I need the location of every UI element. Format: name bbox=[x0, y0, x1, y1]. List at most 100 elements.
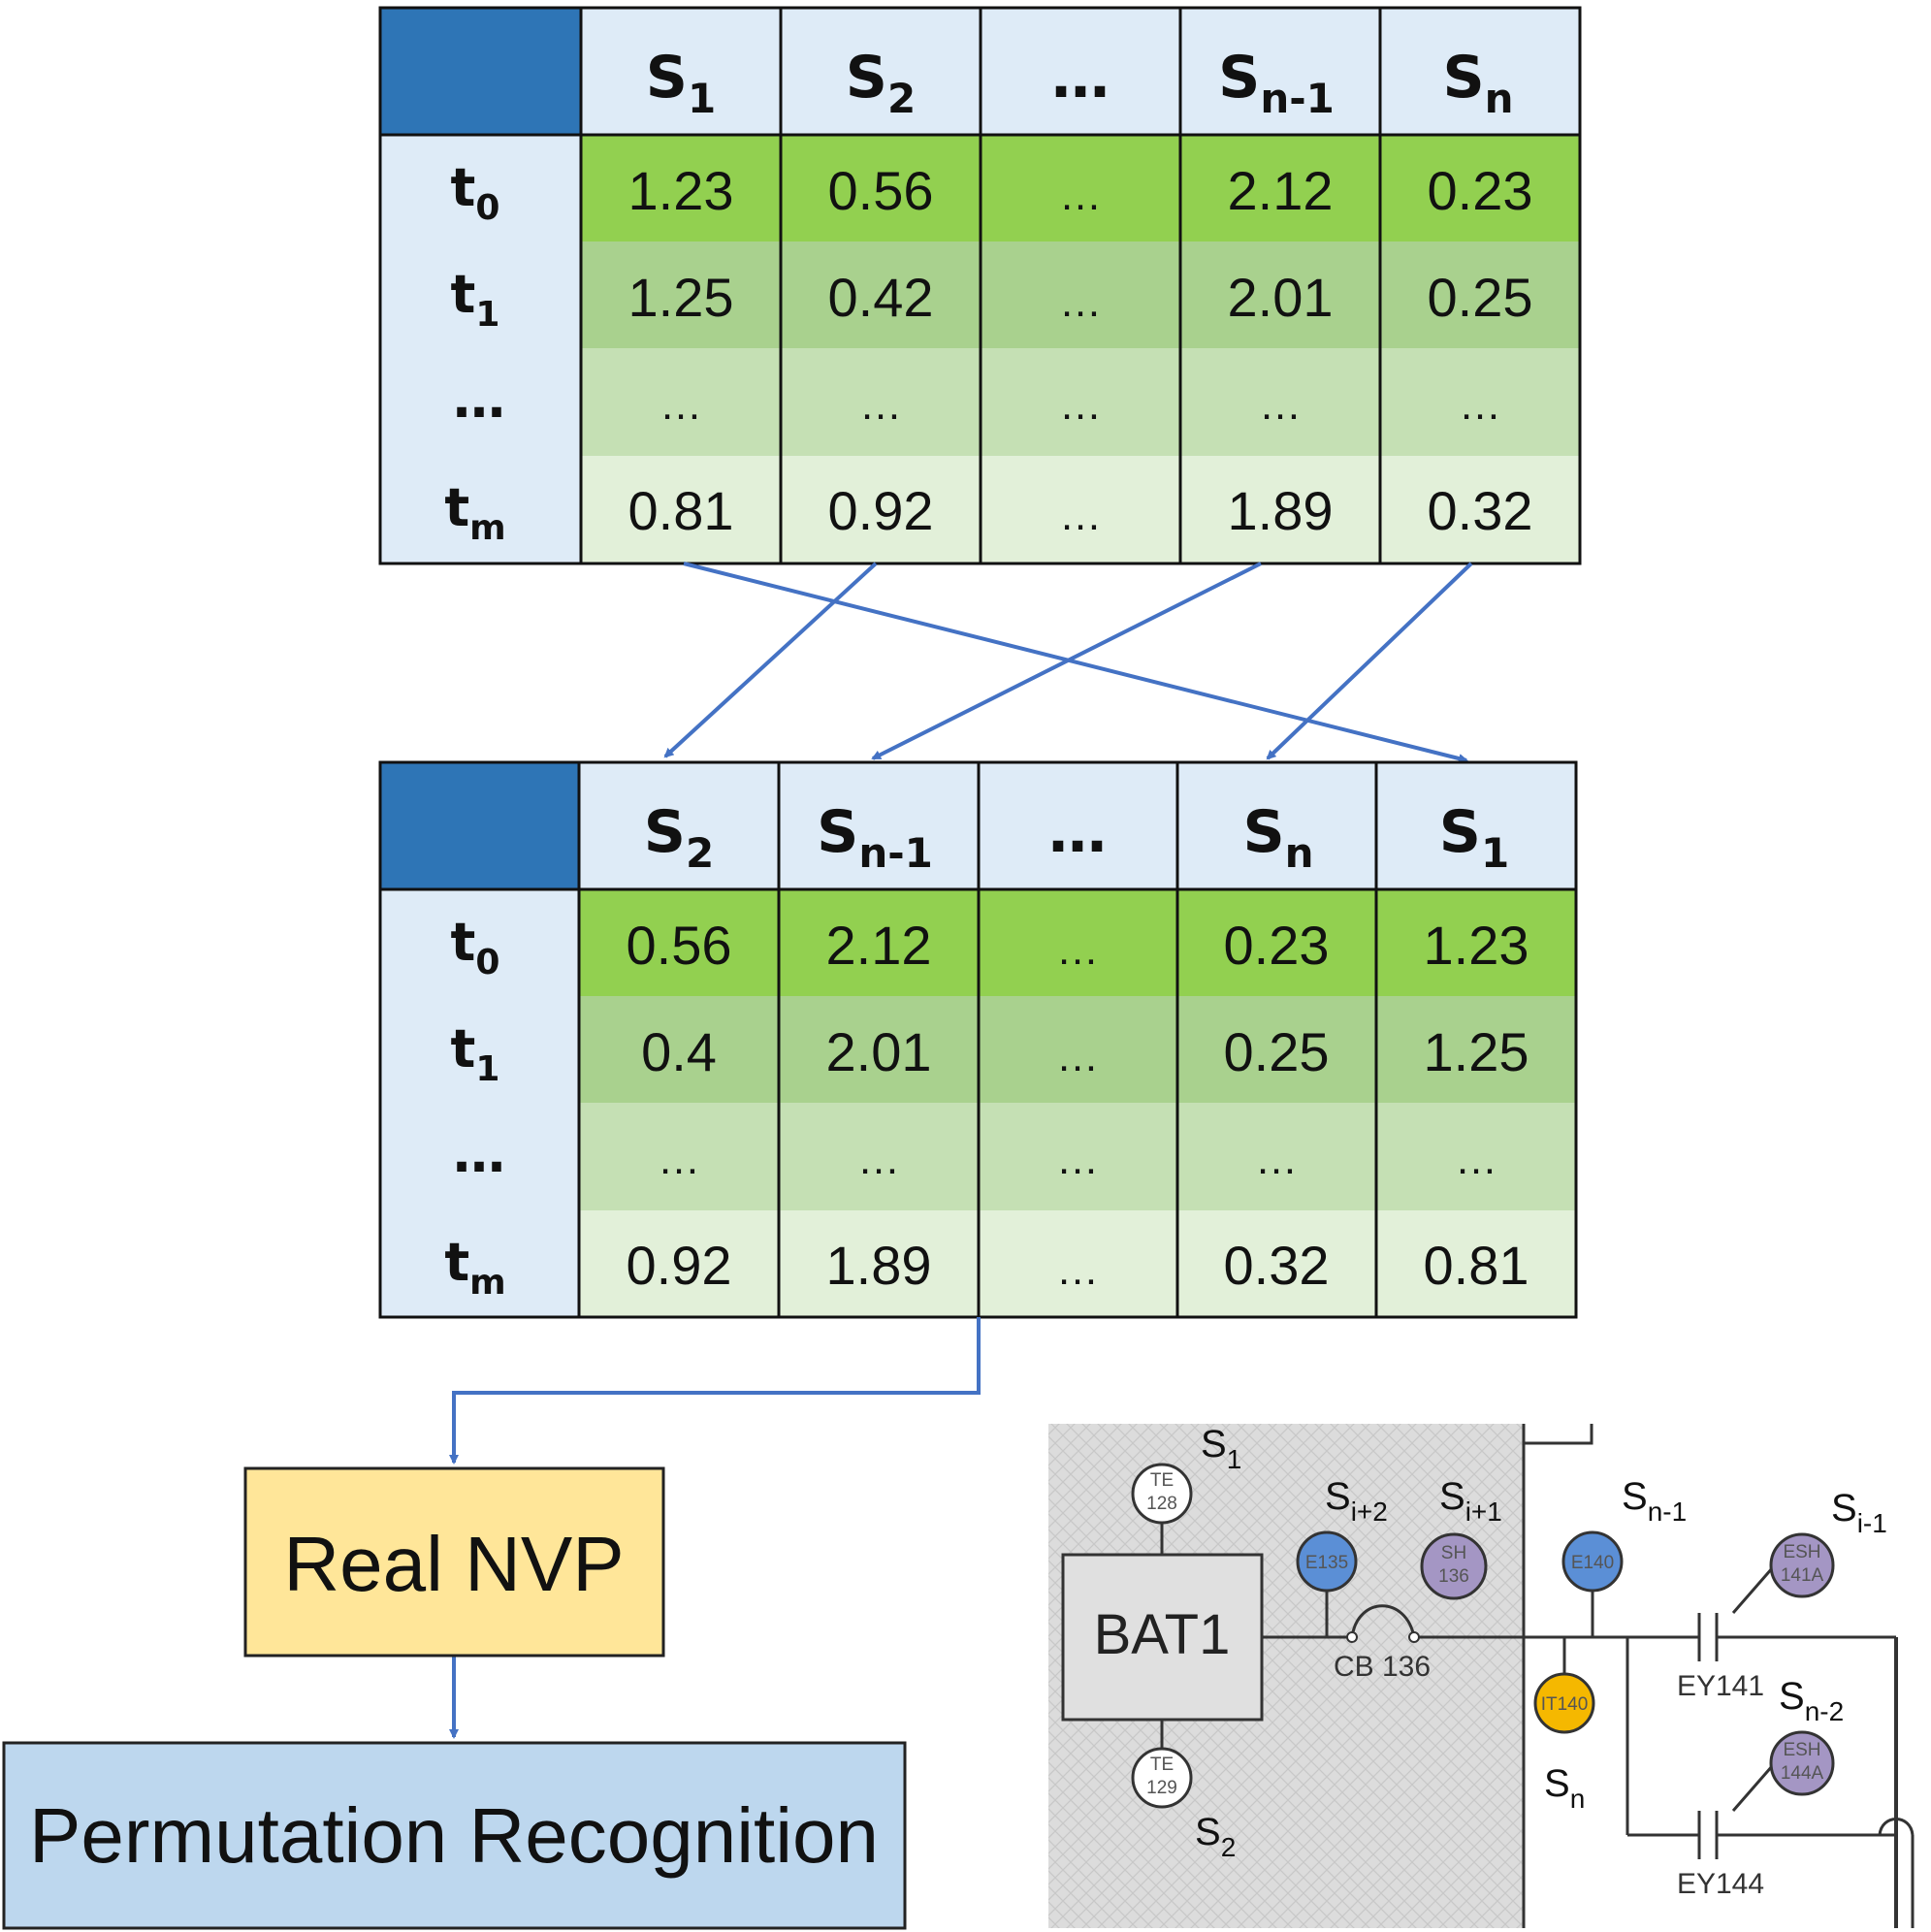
table1-row-ellipsis-band bbox=[581, 348, 1580, 456]
table1-header-sn-1: Sn-1 bbox=[1218, 44, 1335, 122]
node-label-si+1: Si+1 bbox=[1439, 1475, 1502, 1527]
original-table: S1 S2 … Sn-1 Sn t0 t1 … tm 1.23 0.56 … 2… bbox=[378, 6, 1582, 565]
table1-row-label-ellipsis: … bbox=[453, 369, 505, 430]
svg-text:128: 128 bbox=[1146, 1494, 1177, 1514]
table2-cell: 0.4 bbox=[641, 1021, 717, 1082]
sensor-node-te128: TE 128 bbox=[1131, 1463, 1193, 1525]
table2-corner-cell bbox=[380, 762, 579, 889]
permuted-table: S2 Sn-1 … Sn S1 t0 t1 … tm 0.56 2.12 … 0… bbox=[378, 760, 1578, 1319]
sensor-node-esh136: SH 136 bbox=[1420, 1532, 1488, 1600]
node-label-sn-2: Sn-2 bbox=[1779, 1675, 1844, 1726]
table1-cell: … bbox=[1059, 278, 1102, 326]
table2-cell: … bbox=[857, 1136, 900, 1183]
table1-cell: … bbox=[660, 381, 702, 429]
contactor-label-ey144: EY144 bbox=[1677, 1868, 1764, 1900]
svg-text:ESH: ESH bbox=[1783, 1542, 1820, 1562]
table1-row-t1-band bbox=[581, 242, 1580, 348]
arrow-s2-to-first bbox=[663, 562, 878, 758]
table2-cell: … bbox=[1255, 1136, 1298, 1183]
table2-header-sn-1: Sn-1 bbox=[817, 798, 933, 877]
table1-cell: 0.81 bbox=[628, 480, 734, 541]
sensor-node-esh141a: ESH 141A bbox=[1769, 1532, 1835, 1598]
table2-header-s1: S1 bbox=[1439, 798, 1509, 877]
table2-cell: … bbox=[658, 1136, 700, 1183]
svg-text:SH: SH bbox=[1441, 1543, 1466, 1563]
table2-header-sn: Sn bbox=[1242, 798, 1313, 877]
table2-row-label-t1: t1 bbox=[451, 1018, 500, 1089]
table2-row-label-ellipsis: … bbox=[453, 1123, 505, 1184]
power-system-schematic: BAT1 CB 136 EY141 bbox=[1048, 1423, 1915, 1928]
table1-cell: 0.56 bbox=[828, 160, 934, 221]
table1-header-ellipsis: … bbox=[1051, 44, 1110, 112]
table1-cell: 0.32 bbox=[1428, 480, 1533, 541]
svg-text:TE: TE bbox=[1150, 1470, 1174, 1491]
arrow-sn-1-to-second bbox=[871, 562, 1262, 760]
table1-cell: … bbox=[1059, 381, 1102, 429]
table1-corner-cell bbox=[380, 8, 581, 135]
table2-cell: 0.92 bbox=[627, 1235, 732, 1296]
table2-cell: … bbox=[1056, 1136, 1099, 1183]
table1-header-s2: S2 bbox=[846, 44, 916, 122]
sensor-node-te129: TE 129 bbox=[1131, 1747, 1193, 1809]
table1-cell: 1.23 bbox=[628, 160, 734, 221]
sensor-node-e140: E140 bbox=[1561, 1530, 1624, 1593]
svg-text:129: 129 bbox=[1146, 1778, 1177, 1798]
table1-cell: 1.89 bbox=[1228, 480, 1334, 541]
table1-cell: 2.12 bbox=[1228, 160, 1334, 221]
table1-cell: … bbox=[1459, 381, 1501, 429]
table1-cell: 2.01 bbox=[1228, 267, 1334, 328]
permutation-arrows bbox=[663, 562, 1473, 763]
table2-header-ellipsis: … bbox=[1048, 798, 1107, 866]
table1-cell: 0.25 bbox=[1428, 267, 1533, 328]
node-label-s1: S1 bbox=[1201, 1423, 1241, 1474]
real-nvp-box bbox=[243, 1466, 665, 1658]
node-label-s2: S2 bbox=[1195, 1811, 1236, 1862]
table2-cell: 0.25 bbox=[1224, 1021, 1330, 1082]
arrow-table-to-realnvp bbox=[449, 1317, 981, 1465]
table2-cell: 1.25 bbox=[1424, 1021, 1529, 1082]
table2-cell: 2.01 bbox=[826, 1021, 932, 1082]
table1-row-label-column bbox=[380, 135, 581, 564]
table2-cell: … bbox=[1455, 1136, 1497, 1183]
table1-row-t0-band bbox=[581, 135, 1580, 242]
breaker-label: CB 136 bbox=[1334, 1651, 1431, 1683]
svg-text:144A: 144A bbox=[1781, 1763, 1824, 1784]
table2-cell: … bbox=[1056, 1033, 1099, 1080]
table2-row-label-t0: t0 bbox=[451, 912, 500, 982]
svg-text:141A: 141A bbox=[1781, 1565, 1824, 1586]
table2-cell: 0.32 bbox=[1224, 1235, 1330, 1296]
table1-cell: … bbox=[1059, 172, 1102, 219]
table2-row-label-column bbox=[380, 889, 579, 1317]
svg-text:IT140: IT140 bbox=[1541, 1694, 1589, 1715]
svg-text:TE: TE bbox=[1150, 1755, 1174, 1775]
table2-cell: 2.12 bbox=[826, 915, 932, 976]
table1-grid bbox=[378, 6, 1582, 565]
table1-header-sn: Sn bbox=[1442, 44, 1513, 122]
table1-cell: … bbox=[1259, 381, 1302, 429]
table1-cell: 1.25 bbox=[628, 267, 734, 328]
node-label-si-1: Si-1 bbox=[1831, 1487, 1887, 1538]
sensor-node-e135: E135 bbox=[1296, 1530, 1358, 1593]
arrow-sn-to-fourth bbox=[1266, 562, 1473, 760]
flow-connectors bbox=[449, 1317, 981, 1739]
svg-text:E135: E135 bbox=[1305, 1553, 1348, 1573]
table1-cell: 0.23 bbox=[1428, 160, 1533, 221]
table1-cell: 0.42 bbox=[828, 267, 934, 328]
sensor-node-esh144a: ESH 144A bbox=[1769, 1730, 1835, 1796]
table2-cell: 0.81 bbox=[1424, 1235, 1529, 1296]
table1-row-label-t1: t1 bbox=[451, 264, 500, 335]
table2-cell: 1.23 bbox=[1424, 915, 1529, 976]
sensor-node-it140: IT140 bbox=[1533, 1672, 1595, 1734]
table2-cell: … bbox=[1056, 1246, 1099, 1294]
contactor-label-ey141: EY141 bbox=[1677, 1670, 1764, 1702]
bat1-block bbox=[1061, 1553, 1264, 1722]
table1-cell: … bbox=[859, 381, 902, 429]
table1-header-s1: S1 bbox=[646, 44, 716, 122]
table2-header-row bbox=[579, 762, 1576, 889]
table2-row-t1-band bbox=[579, 996, 1576, 1103]
node-label-sn: Sn bbox=[1544, 1762, 1585, 1814]
table2-row-label-tm: tm bbox=[444, 1232, 505, 1303]
table1-row-label-t0: t0 bbox=[451, 157, 500, 228]
table2-cell: … bbox=[1056, 926, 1099, 974]
table1-cell: … bbox=[1059, 492, 1102, 539]
